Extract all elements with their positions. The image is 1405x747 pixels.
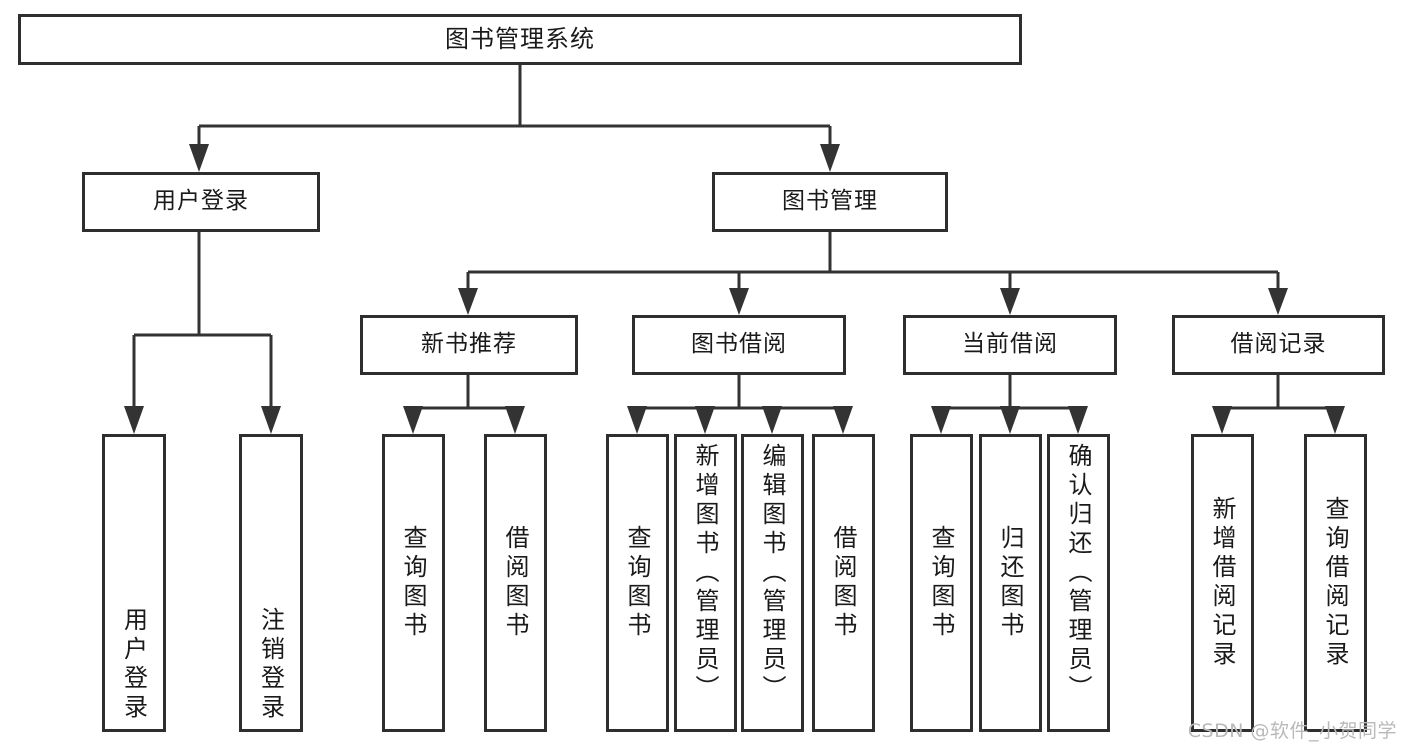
leaf-current-return[interactable]: 归还图书: [979, 434, 1042, 732]
leaf-current-query[interactable]: 查询图书: [910, 434, 973, 732]
node-new-book-recommend[interactable]: 新书推荐: [360, 315, 578, 375]
leaf-borrow-add-book[interactable]: 新增图书（管理员）: [674, 434, 737, 732]
leaf-borrow-edit-book[interactable]: 编辑图书（管理员）: [741, 434, 804, 732]
node-label: 查询借阅记录: [1321, 496, 1349, 670]
node-label: 编辑图书（管理员）: [758, 443, 786, 704]
node-label: 借阅记录: [1230, 331, 1327, 358]
node-label: 当前借阅: [962, 331, 1058, 358]
node-label: 用户登录: [119, 607, 148, 723]
node-label: 查询图书: [623, 525, 651, 641]
node-root-book-management-system[interactable]: 图书管理系统: [18, 14, 1022, 65]
leaf-record-add[interactable]: 新增借阅记录: [1191, 434, 1254, 732]
node-label: 图书管理系统: [445, 25, 595, 54]
node-label: 查询图书: [927, 525, 955, 641]
leaf-logout[interactable]: 注销登录: [239, 434, 303, 732]
node-label: 查询图书: [399, 525, 427, 641]
leaf-record-query[interactable]: 查询借阅记录: [1304, 434, 1367, 732]
leaf-borrow-borrow-book[interactable]: 借阅图书: [812, 434, 875, 732]
node-book-management[interactable]: 图书管理: [712, 172, 948, 232]
node-book-borrow[interactable]: 图书借阅: [632, 315, 846, 375]
node-user-login[interactable]: 用户登录: [82, 172, 320, 232]
node-label: 用户登录: [153, 188, 249, 215]
node-label: 新增借阅记录: [1208, 496, 1236, 670]
leaf-borrow-query[interactable]: 查询图书: [606, 434, 669, 732]
node-label: 新增图书（管理员）: [691, 443, 719, 704]
node-label: 归还图书: [996, 525, 1024, 641]
node-label: 借阅图书: [829, 525, 857, 641]
leaf-current-confirm-return[interactable]: 确认归还（管理员）: [1047, 434, 1110, 732]
node-current-borrow[interactable]: 当前借阅: [903, 315, 1117, 375]
csdn-watermark: CSDN @软件_小贺同学: [1187, 720, 1397, 742]
node-label: 确认归还（管理员）: [1064, 443, 1092, 704]
node-label: 注销登录: [256, 607, 285, 723]
leaf-new-book-query[interactable]: 查询图书: [382, 434, 445, 732]
leaf-user-login[interactable]: 用户登录: [102, 434, 166, 732]
node-label: 图书管理: [782, 188, 878, 215]
leaf-new-book-borrow[interactable]: 借阅图书: [484, 434, 547, 732]
node-label: 图书借阅: [691, 331, 787, 358]
node-label: 新书推荐: [421, 331, 517, 358]
node-borrow-record[interactable]: 借阅记录: [1172, 315, 1385, 375]
node-label: 借阅图书: [501, 525, 529, 641]
